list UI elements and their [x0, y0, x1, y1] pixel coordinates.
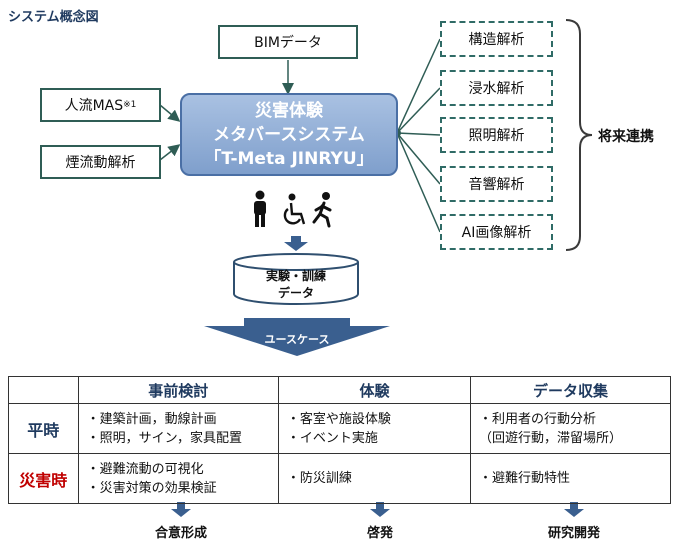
- people-flow-box: 人流MAS※1: [40, 88, 161, 122]
- table-row: 平時 ・建築計画，動線計画 ・照明，サイン，家具配置 ・客室や施設体験 ・イベン…: [8, 403, 671, 454]
- wheelchair-icon: [283, 193, 306, 225]
- cell-line: ・建築計画，動線計画: [86, 411, 217, 427]
- person-icon: [254, 190, 266, 227]
- fan-line-4: [396, 132, 441, 185]
- smoke-arrow: [159, 144, 181, 161]
- cell-line: ・イベント実施: [286, 430, 378, 446]
- future-item-label: 構造解析: [468, 32, 525, 48]
- row-header-normal: 平時: [8, 403, 79, 454]
- table-cell: ・避難流動の可視化 ・災害対策の効果検証: [77, 453, 279, 504]
- column-header: データ収集: [470, 376, 671, 404]
- core-line-1: 災害体験: [255, 101, 323, 121]
- table-cell: ・避難行動特性: [470, 453, 671, 504]
- column-header: 事前検討: [77, 376, 279, 404]
- table-header-row: 事前検討 体験 データ収集: [8, 376, 671, 404]
- usecase-label: ユースケース: [264, 333, 330, 346]
- fan-line-3: [396, 132, 441, 136]
- future-item-ai-image: AI画像解析: [440, 214, 553, 250]
- table-cell: ・客室や施設体験 ・イベント実施: [277, 403, 472, 454]
- future-item-acoustic: 音響解析: [440, 166, 553, 202]
- future-item-label: AI画像解析: [461, 225, 532, 241]
- outcome-arrow-1: [171, 502, 191, 517]
- table-cell: ・防災訓練: [277, 453, 472, 504]
- table-row: 災害時 ・避難流動の可視化 ・災害対策の効果検証 ・防災訓練 ・避難行動特性: [8, 453, 671, 504]
- database-label-line-2: データ: [277, 286, 314, 300]
- future-item-structural: 構造解析: [440, 21, 553, 57]
- cell-line: ・避難流動の可視化: [86, 461, 204, 477]
- cell-line: ・利用者の行動分析: [479, 411, 597, 427]
- cell-line: （回遊行動，滞留場所）: [479, 430, 623, 446]
- fan-line-5: [396, 132, 441, 233]
- database-label: 実験・訓練 データ: [244, 268, 348, 302]
- future-item-label: 浸水解析: [468, 81, 525, 97]
- arrow-to-database: [284, 236, 308, 251]
- future-item-lighting: 照明解析: [440, 117, 553, 153]
- future-item-flood: 浸水解析: [440, 70, 553, 106]
- usecase-arrow: [204, 318, 390, 356]
- core-line-2: メタバースシステム: [213, 125, 365, 145]
- future-item-label: 照明解析: [468, 128, 525, 144]
- cell-line: ・防災訓練: [286, 471, 352, 486]
- diagram-title: システム概念図: [8, 10, 99, 25]
- future-brace: [565, 19, 593, 251]
- smoke-analysis-box: 煙流動解析: [40, 145, 161, 179]
- column-header: 体験: [277, 376, 472, 404]
- cell-line: ・客室や施設体験: [286, 411, 391, 427]
- row-header-disaster: 災害時: [8, 453, 79, 504]
- outcome-arrow-3: [564, 502, 584, 517]
- people-flow-note: ※1: [123, 100, 137, 110]
- cell-line: ・照明，サイン，家具配置: [86, 430, 242, 446]
- cell-line: ・避難行動特性: [479, 471, 571, 486]
- outcome-arrow-2: [370, 502, 390, 517]
- people-flow-arrow: [159, 104, 181, 122]
- cell-line: ・災害対策の効果検証: [86, 480, 217, 496]
- database-cylinder: [233, 253, 359, 305]
- usecase-table: 事前検討 体験 データ収集 平時 ・建築計画，動線計画 ・照明，サイン，家具配置…: [8, 376, 671, 504]
- database-label-line-1: 実験・訓練: [265, 269, 326, 283]
- core-line-3: 「T-Meta JINRYU」: [204, 149, 374, 169]
- table-corner: [8, 376, 79, 404]
- future-collab-label: 将来連携: [598, 129, 654, 145]
- table-cell: ・利用者の行動分析 （回遊行動，滞留場所）: [470, 403, 671, 454]
- fan-line-1: [396, 38, 441, 134]
- table-cell: ・建築計画，動線計画 ・照明，サイン，家具配置: [77, 403, 279, 454]
- bim-data-label: BIMデータ: [254, 35, 322, 51]
- outcome-research: 研究開発: [547, 526, 600, 541]
- future-item-label: 音響解析: [468, 177, 525, 193]
- smoke-analysis-label: 煙流動解析: [65, 155, 136, 171]
- outcome-consensus: 合意形成: [154, 526, 207, 541]
- fan-line-2: [396, 87, 441, 134]
- bim-data-box: BIMデータ: [218, 25, 358, 59]
- outcome-awareness: 啓発: [366, 526, 393, 541]
- core-system-box: 災害体験 メタバースシステム 「T-Meta JINRYU」: [180, 93, 398, 176]
- people-flow-label: 人流MAS: [64, 98, 124, 114]
- walking-person-icon: [312, 192, 332, 228]
